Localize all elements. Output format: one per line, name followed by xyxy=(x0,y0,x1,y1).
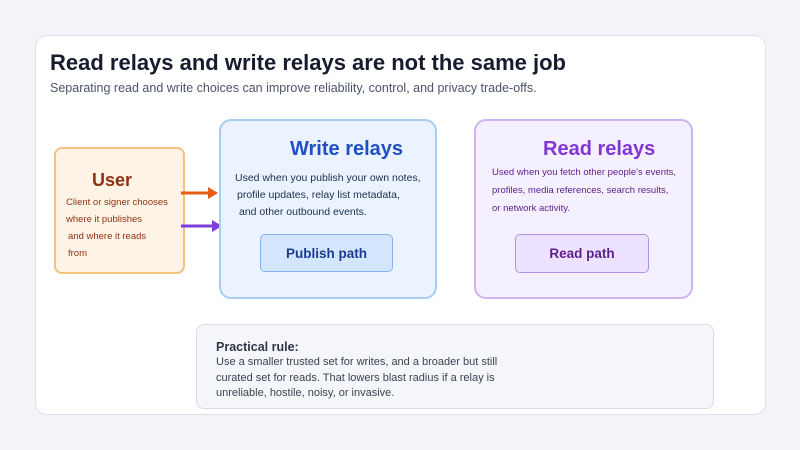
write-relays-box xyxy=(219,119,437,299)
write-description-line: and other outbound events. xyxy=(239,206,367,218)
user-description-line: where it publishes xyxy=(66,214,143,225)
write-relays-title: Write relays xyxy=(290,138,404,160)
practical-rule-line: unreliable, hostile, noisy, or invasive. xyxy=(216,387,395,399)
read-description-line: or network activity. xyxy=(492,203,570,214)
page-subtitle: Separating read and write choices can im… xyxy=(50,81,537,95)
write-description-line: profile updates, relay list metadata, xyxy=(237,189,400,201)
read-path-button[interactable]: Read path xyxy=(515,234,649,273)
publish-arrow xyxy=(181,187,218,199)
practical-rule-line: curated set for reads. That lowers blast… xyxy=(216,372,495,384)
publish-path-button[interactable]: Publish path xyxy=(260,234,393,272)
user-description-line: Client or signer chooses xyxy=(66,197,168,208)
user-title: User xyxy=(92,170,133,190)
read-description-line: profiles, media references, search resul… xyxy=(492,185,669,196)
user-description-line: and where it reads xyxy=(68,231,147,242)
write-description-line: Used when you publish your own notes, xyxy=(235,172,421,184)
practical-rule-line: Use a smaller trusted set for writes, an… xyxy=(216,356,498,368)
practical-rule-title: Practical rule: xyxy=(216,340,299,354)
page-title: Read relays and write relays are not the… xyxy=(50,50,566,75)
practical-rule-box xyxy=(196,324,714,409)
user-box xyxy=(54,147,185,274)
read-arrow xyxy=(181,220,222,232)
read-description-line: Used when you fetch other people's event… xyxy=(492,167,677,178)
read-relays-title: Read relays xyxy=(543,138,656,160)
user-description-line: from xyxy=(68,248,87,259)
